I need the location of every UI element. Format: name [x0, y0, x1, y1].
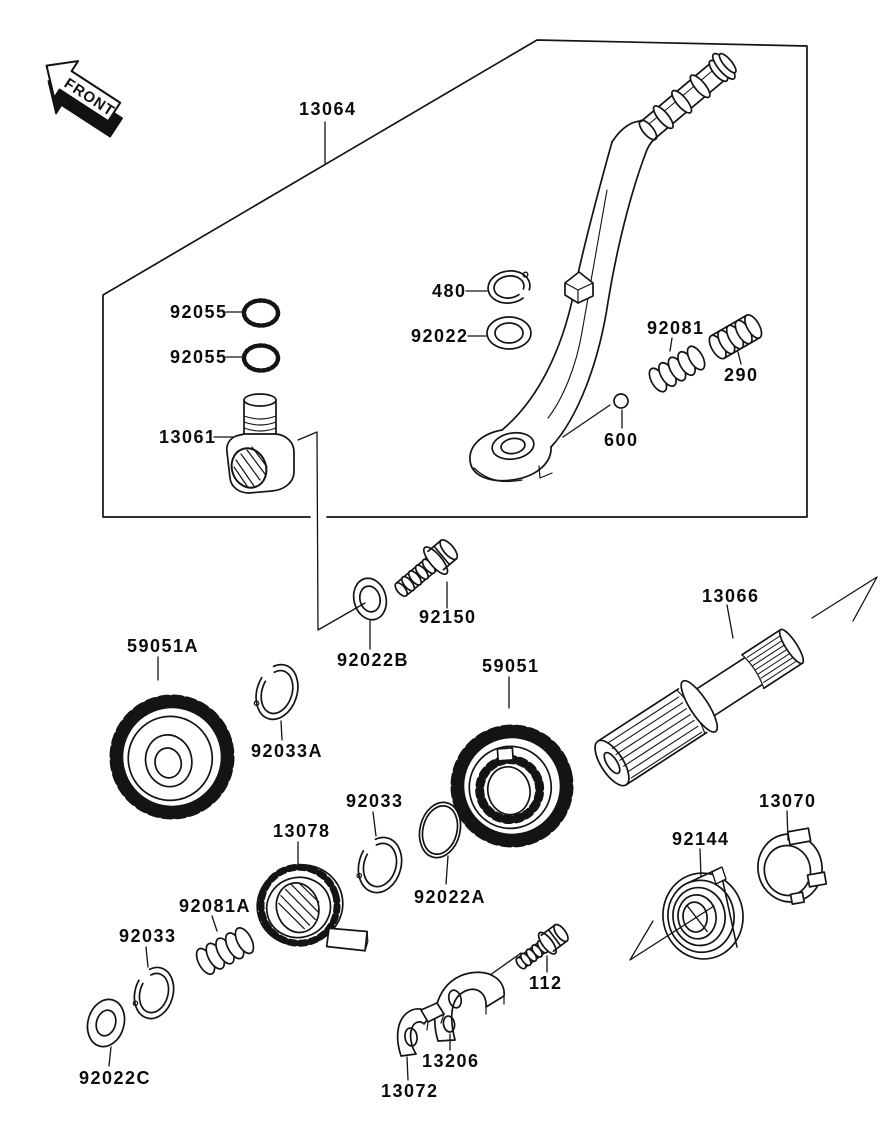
part-label-92081A-18: 92081A: [179, 896, 252, 916]
guide-13206-drawing: [435, 972, 504, 1041]
spring-92081a-drawing: [193, 925, 257, 977]
part-label-13206-22: 13206: [422, 1051, 480, 1071]
circlip-480-drawing: [486, 268, 532, 306]
part-label-13064-0: 13064: [299, 99, 357, 119]
washer-92022a-drawing: [414, 798, 466, 862]
oring-92055-top-drawing: [244, 301, 278, 326]
part-label-92033-15: 92033: [346, 791, 404, 811]
leader-lines: [109, 122, 788, 1080]
part-label-92022B-10: 92022B: [337, 650, 410, 670]
part-label-92033A-12: 92033A: [251, 741, 324, 761]
gear-59051a-drawing: [106, 691, 239, 824]
washer-92022b-drawing: [349, 575, 390, 623]
snapring-92033-low-drawing: [129, 963, 180, 1023]
bolt-92150-drawing: [387, 533, 463, 605]
spiral-spring-92144-drawing: [657, 867, 748, 964]
snapring-92033a-drawing: [249, 659, 304, 725]
part-label-92022C-20: 92022C: [79, 1068, 152, 1088]
part-label-59051-13: 59051: [482, 656, 540, 676]
washer-92022c-drawing: [82, 995, 130, 1051]
part-label-92022-5: 92022: [411, 326, 469, 346]
steel-ball-drawing: [614, 394, 628, 408]
front-direction-badge: FRONT: [28, 48, 136, 145]
gear-59051-drawing: [447, 721, 577, 851]
part-label-92033-19: 92033: [119, 926, 177, 946]
part-label-13070-25: 13070: [759, 791, 817, 811]
part-label-92144-24: 92144: [672, 829, 730, 849]
spring-direction-arrow: [630, 906, 714, 960]
part-label-480-4: 480: [432, 281, 467, 301]
long-leader-line: [298, 432, 365, 630]
part-label-13072-23: 13072: [381, 1081, 439, 1101]
oring-92055-bottom-drawing: [244, 346, 278, 371]
part-label-59051A-11: 59051A: [127, 636, 200, 656]
kick-pedal-drawing: [470, 48, 741, 481]
spring-92081-drawing: [646, 343, 708, 394]
part-label-112-21: 112: [529, 973, 563, 993]
shaft-direction-arrow: [812, 577, 877, 621]
part-label-13066-14: 13066: [702, 586, 760, 606]
part-label-13061-3: 13061: [159, 427, 217, 447]
part-label-290-7: 290: [724, 365, 759, 385]
part-label-92022A-17: 92022A: [414, 887, 487, 907]
part-label-13078-16: 13078: [273, 821, 331, 841]
part-label-600-8: 600: [604, 430, 639, 450]
washer-92022-drawing: [487, 317, 531, 349]
ratchet-13078-drawing: [248, 851, 372, 975]
spring-guide-13070-drawing: [752, 827, 829, 909]
kick-shaft-drawing: [586, 618, 812, 794]
part-label-92150-9: 92150: [419, 607, 477, 627]
part-label-92055-2: 92055: [170, 347, 228, 367]
part-label-92055-1: 92055: [170, 302, 228, 322]
holder-13072-drawing: [398, 1003, 444, 1056]
bushing-290-drawing: [706, 312, 765, 361]
part-label-92081-6: 92081: [647, 318, 705, 338]
assembly-box: [103, 40, 807, 517]
pedal-joint-drawing: [226, 394, 294, 493]
snapring-92033-mid-drawing: [352, 832, 408, 897]
bolt-112-drawing: [510, 920, 572, 976]
